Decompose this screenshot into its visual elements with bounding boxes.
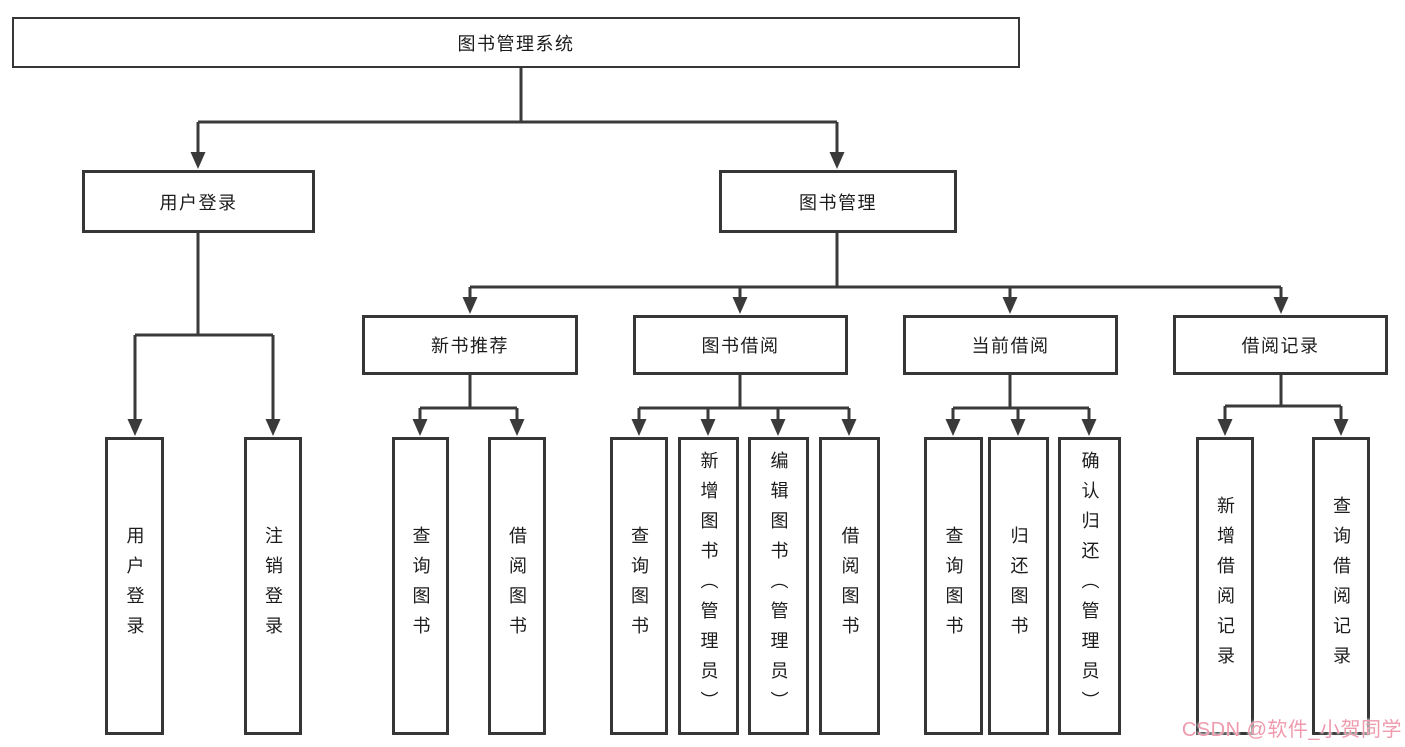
node-label: 新书推荐 — [431, 336, 509, 356]
node-user-login: 用户登录 — [82, 170, 315, 233]
node-label: 当前借阅 — [971, 336, 1050, 356]
node-label: 查询图书 — [410, 526, 431, 646]
node-label: 查询图书 — [943, 526, 964, 646]
node-label: 新增图书（管理员） — [698, 451, 719, 721]
leaf-edit-book-admin: 编辑图书（管理员） — [748, 437, 809, 735]
node-label: 借阅图书 — [839, 526, 860, 646]
node-label: 编辑图书（管理员） — [768, 451, 789, 721]
node-label: 借阅图书 — [507, 526, 527, 646]
csdn-watermark: CSDN @软件_小贺同学 — [1181, 719, 1402, 741]
leaf-return-book: 归还图书 — [988, 437, 1049, 735]
leaf-query-books-recommend: 查询图书 — [392, 437, 449, 735]
leaf-query-books-borrow: 查询图书 — [610, 437, 668, 735]
node-label: 图书管理 — [799, 192, 877, 213]
node-label: 注销登录 — [263, 526, 283, 646]
node-library-management-system: 图书管理系统 — [12, 17, 1020, 68]
node-label: 确认归还（管理员） — [1079, 451, 1100, 721]
node-book-borrowing: 图书借阅 — [633, 315, 848, 375]
node-current-borrowing: 当前借阅 — [903, 315, 1118, 375]
leaf-logout-login: 注销登录 — [244, 437, 302, 735]
node-borrowing-records: 借阅记录 — [1173, 315, 1388, 375]
leaf-confirm-return-admin: 确认归还（管理员） — [1058, 437, 1121, 735]
leaf-add-borrow-record: 新增借阅记录 — [1196, 437, 1254, 735]
node-label: 用户登录 — [159, 192, 238, 213]
leaf-query-books-current: 查询图书 — [924, 437, 983, 735]
node-label: 借阅记录 — [1241, 336, 1320, 356]
leaf-query-borrow-record: 查询借阅记录 — [1312, 437, 1370, 735]
node-label: 用户登录 — [124, 526, 145, 646]
leaf-borrow-books-borrow: 借阅图书 — [819, 437, 880, 735]
node-book-management: 图书管理 — [719, 170, 957, 233]
node-label: 图书管理系统 — [457, 33, 575, 54]
leaf-user-login: 用户登录 — [105, 437, 164, 735]
connector-lines — [133, 68, 1343, 424]
node-label: 图书借阅 — [701, 336, 780, 356]
leaf-borrow-books-recommend: 借阅图书 — [488, 437, 546, 735]
node-label: 归还图书 — [1008, 526, 1029, 646]
node-new-book-recommend: 新书推荐 — [362, 315, 578, 375]
node-label: 新增借阅记录 — [1215, 496, 1235, 676]
arrowheads — [127, 152, 1349, 436]
leaf-add-book-admin: 新增图书（管理员） — [678, 437, 739, 735]
node-label: 查询借阅记录 — [1331, 496, 1351, 676]
node-label: 查询图书 — [629, 526, 649, 646]
